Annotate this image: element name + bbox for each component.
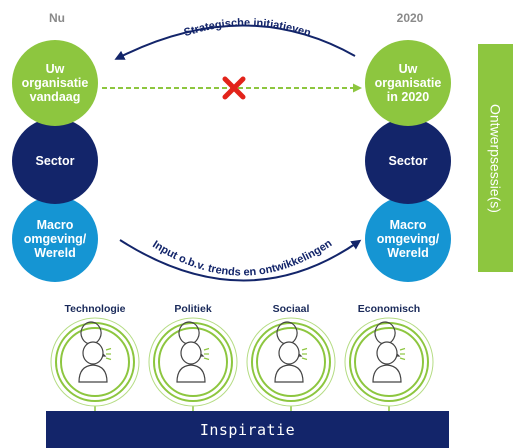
right-sector-circle: Sector [365, 118, 451, 204]
person-speaking-icon [344, 317, 434, 411]
left-macro-circle: Macro omgeving/ Wereld [12, 196, 98, 282]
category-label-politiek: Politiek [174, 303, 212, 315]
side-panel: Ontwerpsessie(s) [478, 44, 513, 272]
left-organisation-circle: Uw organisatie vandaag [12, 40, 98, 126]
bottom-arc-arrow [119, 239, 362, 282]
category-label-technologie: Technologie [64, 303, 126, 315]
person-speaking-icon [246, 317, 336, 411]
left-sector-circle: Sector [12, 118, 98, 204]
category-label-sociaal: Sociaal [272, 303, 310, 315]
person-speaking-icon [148, 317, 238, 411]
right-macro-circle: Macro omgeving/ Wereld [365, 196, 451, 282]
inspiratie-label: Inspiratie [199, 420, 296, 439]
top-arc-arrow [114, 24, 356, 60]
column-label-2020: 2020 [396, 11, 424, 25]
cross-icon [222, 76, 246, 100]
right-organisation-circle: Uw organisatie in 2020 [365, 40, 451, 126]
person-speaking-icon [50, 317, 140, 411]
inspiratie-banner: Inspiratie [46, 411, 449, 448]
side-panel-label: Ontwerpsessie(s) [487, 103, 504, 213]
category-label-economisch: Economisch [357, 303, 421, 315]
column-label-now: Nu [49, 11, 65, 25]
